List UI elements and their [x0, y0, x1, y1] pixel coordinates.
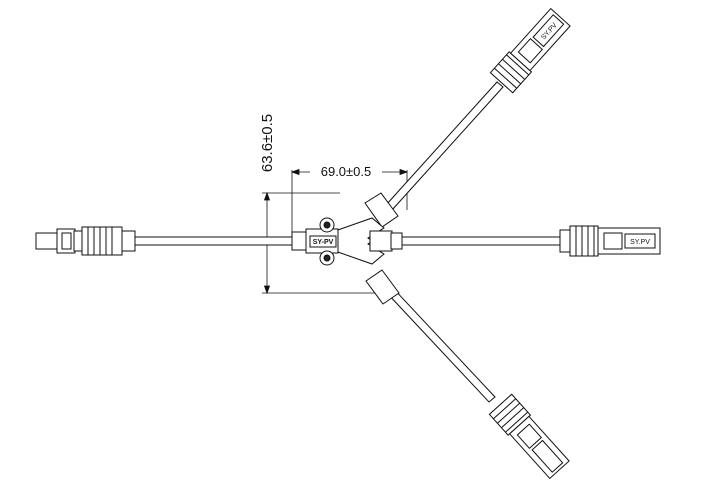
connector-right-clip	[603, 232, 623, 250]
hub-label-plate	[309, 235, 337, 248]
y-branch-hub	[291, 192, 403, 305]
connector-lower-right	[488, 393, 570, 480]
connector-lower-nut-rib	[501, 407, 525, 429]
width-arrow-left	[290, 168, 300, 176]
height-arrow-top	[263, 191, 271, 201]
connector-upper-nut-rib	[494, 67, 518, 89]
connector-upper-right: SY.PV	[489, 7, 571, 94]
height-dimension-label: 63.6±0.5	[259, 114, 276, 172]
connector-left-neck	[73, 230, 83, 252]
connector-right-label-plate	[624, 233, 656, 249]
height-arrow-bottom	[263, 285, 271, 295]
width-arrow-right	[399, 168, 409, 176]
cable-upper-right	[385, 81, 504, 211]
connector-left-pin	[35, 232, 59, 250]
cable-left	[134, 236, 296, 246]
hub-mount-hole-top-inner	[323, 221, 331, 229]
connector-lower-nut-rib	[493, 398, 517, 420]
hub-right-body	[369, 230, 393, 252]
hub-mount-hole-bottom-inner	[323, 254, 331, 262]
connector-right-tail	[559, 229, 571, 253]
cable-lower-right	[385, 286, 496, 403]
connector-upper-nut-rib	[498, 63, 522, 85]
connector-upper-nut-rib	[502, 58, 526, 80]
connector-left-tail	[121, 230, 136, 252]
connector-lower-nut-rib	[505, 411, 529, 433]
connector-right	[559, 225, 661, 257]
connector-right-nut	[569, 225, 599, 257]
connector-left	[35, 226, 136, 256]
connector-lower-nut-rib	[497, 402, 521, 424]
connector-lower-clip	[516, 423, 543, 450]
height-dimension	[262, 191, 380, 295]
hub-brand-label: SY-PV	[313, 239, 334, 246]
connector-upper-label-plate	[532, 14, 565, 48]
hub-right-collar	[390, 232, 403, 250]
cable-right	[401, 236, 561, 246]
hub-upper-sleeve	[364, 192, 399, 228]
connector-upper-clip	[517, 37, 544, 64]
hub-lower-sleeve	[365, 269, 400, 305]
connector-lower-label-plate	[531, 439, 564, 473]
connector-right-brand-label: SY.PV	[630, 239, 650, 246]
width-dimension-label: 69.0±0.5	[321, 164, 372, 179]
connector-left-latch-window	[61, 232, 72, 250]
connector-upper-nut-rib	[506, 54, 530, 76]
width-dimension	[290, 168, 409, 236]
